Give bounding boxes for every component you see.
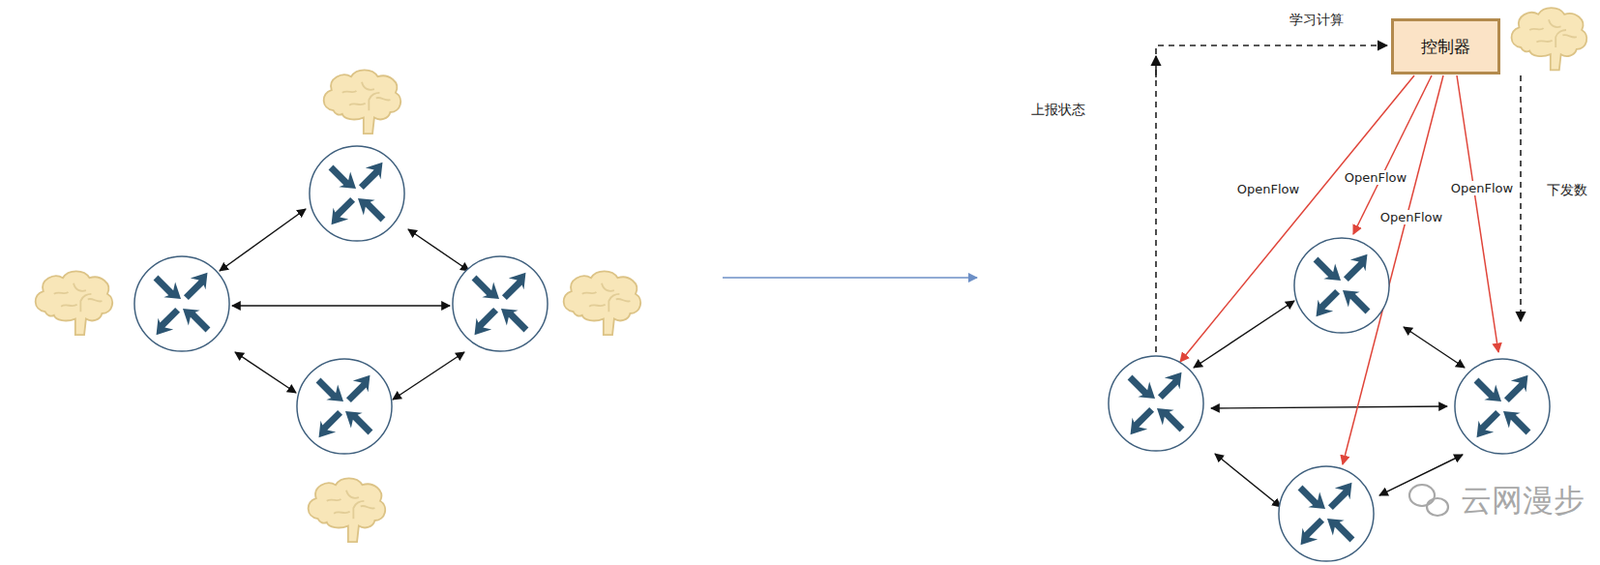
process-label: 下发数 [1546,181,1588,200]
protocol-label: OpenFlow [1235,181,1302,197]
protocol-label: OpenFlow [1378,209,1445,225]
watermark: 云网漫步 [1460,479,1585,523]
node-text: 控制器 [1421,35,1471,59]
process-label: 学习计算 [1289,11,1344,30]
protocol-label: OpenFlow [1449,180,1515,196]
process-label: 上报状态 [1031,101,1086,119]
protocol-label: OpenFlow [1342,170,1409,185]
controller-box: 控制器 [1391,18,1501,75]
